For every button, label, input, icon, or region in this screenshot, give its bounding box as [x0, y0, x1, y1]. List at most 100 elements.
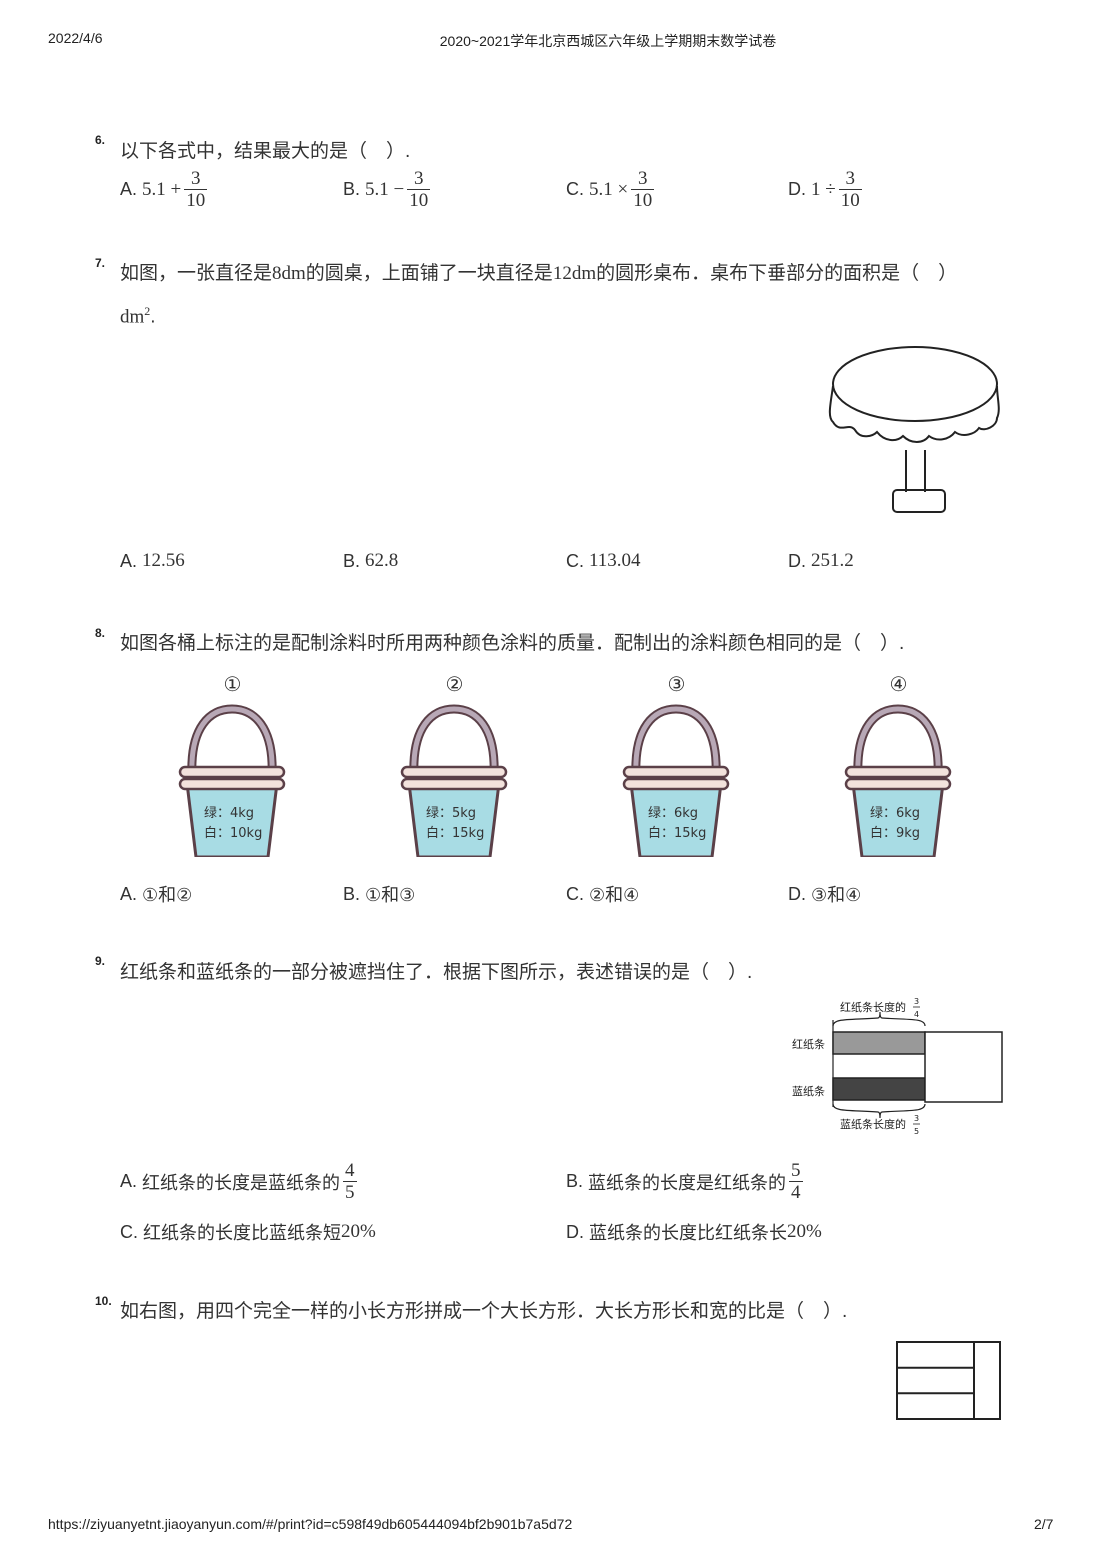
bucket-3-green-text: 绿：6kg [648, 806, 698, 821]
q9-option-a-text: 红纸条的长度是蓝纸条的 [142, 1172, 341, 1193]
q8-option-c[interactable]: C. ②和④ [566, 881, 639, 907]
q7-unit-base: dm [120, 306, 145, 328]
q7-text-part: 的圆形桌布．桌布下垂部分的面积是（ ） [596, 263, 958, 284]
q8-option-b[interactable]: B. ①和③ [343, 881, 415, 907]
bucket-4-label: ④ [889, 674, 908, 696]
fraction-denominator: 4 [789, 1181, 803, 1203]
q7-text-part: 如图，一张直径是 [120, 263, 273, 284]
q8-option-d-letter: D. [788, 883, 806, 904]
q6-option-b-expr: 5.1 − [365, 178, 405, 200]
q8-option-a[interactable]: A. ①和② [120, 881, 192, 907]
fraction-numerator: 5 [791, 1160, 801, 1181]
q6-option-b-letter: B. [343, 179, 361, 199]
q8-option-c-letter: C. [566, 883, 584, 904]
question-10-text: 如右图，用四个完全一样的小长方形拼成一个大长方形．大长方形长和宽的比是（ ）. [120, 1301, 848, 1322]
fraction-denominator: 10 [838, 189, 862, 211]
q6-option-d-expr: 1 ÷ [811, 178, 836, 200]
q8-option-a-value: ①和② [142, 885, 193, 905]
q7-diameter-table: 8dm [272, 263, 306, 284]
header-title: 2020~2021学年北京西城区六年级上学期期末数学试卷 [439, 33, 777, 49]
bucket-3-white-text: 白：15kg [648, 825, 706, 841]
bottom-brace [832, 1103, 926, 1119]
bucket-2-green-text: 绿：5kg [426, 806, 476, 821]
question-10-number: 10. [95, 1294, 112, 1308]
strip-bottom-label: 蓝纸条长度的 [840, 1117, 906, 1131]
bucket-3-label: ③ [667, 674, 686, 696]
q7-option-c-value: 113.04 [589, 550, 641, 571]
paper-strips-figure: 红纸条长度的 3 4 红纸条 蓝纸条 蓝纸条长度的 3 5 [792, 997, 1003, 1136]
q8-option-a-letter: A. [120, 883, 138, 904]
q8-option-d-value: ③和④ [811, 885, 862, 905]
fraction-denominator: 5 [343, 1181, 357, 1203]
q7-option-a[interactable]: A. 12.56 [120, 550, 185, 572]
strip-top-label: 红纸条长度的 [840, 1000, 906, 1014]
q9-option-b-letter: B. [566, 1171, 584, 1191]
q8-option-d[interactable]: D. ③和④ [788, 881, 861, 907]
q7-option-a-letter: A. [120, 550, 138, 571]
bucket-1: ① 绿：4kg 白：10kg [170, 672, 295, 859]
q7-unit-exponent: 2 [144, 304, 151, 318]
bucket-2-white-text: 白：15kg [426, 825, 484, 841]
fraction-numerator: 4 [345, 1160, 355, 1181]
q7-option-d[interactable]: D. 251.2 [788, 550, 854, 572]
q9-option-b-text: 蓝纸条的长度是红纸条的 [588, 1172, 787, 1193]
q6-option-d-letter: D. [788, 179, 806, 199]
bucket-icon: 绿：6kg 白：15kg [622, 704, 730, 859]
blue-strip [832, 1077, 926, 1101]
q7-text-part: 的圆桌，上面铺了一块直径是 [305, 263, 553, 284]
footer-page-number: 2/7 [1034, 1516, 1054, 1532]
question-6-number: 6. [95, 133, 106, 147]
question-9-text: 红纸条和蓝纸条的一部分被遮挡住了．根据下图所示，表述错误的是（ ）. [120, 962, 753, 983]
q7-option-a-value: 12.56 [142, 550, 185, 571]
fraction-numerator: 3 [637, 168, 648, 189]
q8-option-b-value: ①和③ [365, 885, 416, 905]
table-base [892, 489, 946, 513]
q8-option-c-value: ②和④ [589, 885, 640, 905]
bucket-2-label: ② [445, 674, 464, 696]
q9-option-c-text: 红纸条的长度比蓝纸条短 [143, 1223, 342, 1243]
question-9-number: 9. [95, 954, 106, 968]
q7-option-b[interactable]: B. 62.8 [343, 550, 398, 572]
question-6-text: 以下各式中，结果最大的是（ ）. [120, 141, 411, 162]
top-brace [832, 1011, 926, 1027]
strip-bottom-numerator: 3 [914, 1114, 919, 1123]
q6-option-a-expr: 5.1 + [142, 178, 182, 200]
bucket-icon: 绿：5kg 白：15kg [400, 704, 508, 859]
fraction-denominator: 10 [407, 189, 431, 211]
big-rectangle [896, 1341, 1001, 1420]
bucket-3: ③ 绿：6kg 白：15kg [614, 672, 739, 859]
q7-option-c[interactable]: C. 113.04 [566, 550, 641, 572]
q9-option-a-letter: A. [120, 1171, 138, 1191]
bucket-1-white-text: 白：10kg [204, 825, 262, 841]
tablecloth-top [832, 346, 998, 422]
bucket-4: ④ 绿：6kg 白：9kg [836, 672, 961, 859]
q9-option-d-percent: 20% [787, 1221, 822, 1242]
q7-option-b-value: 62.8 [365, 550, 399, 571]
fraction-numerator: 3 [414, 168, 424, 189]
bucket-4-white-text: 白：9kg [870, 825, 920, 841]
q6-option-a-letter: A. [120, 179, 138, 199]
rectangles-figure [896, 1341, 1001, 1420]
cover-block [924, 1031, 1003, 1103]
table-leg [905, 450, 926, 492]
fraction-denominator: 10 [631, 189, 655, 211]
fraction-denominator: 10 [184, 189, 208, 211]
strip-top-numerator: 3 [914, 997, 919, 1006]
footer-url[interactable]: https://ziyuanyetnt.jiaoyanyun.com/#/pri… [48, 1516, 573, 1532]
bucket-4-green-text: 绿：6kg [870, 806, 920, 821]
strip-top-denominator: 4 [914, 1010, 919, 1019]
q7-diameter-cloth: 12dm [552, 263, 597, 284]
blue-strip-label: 蓝纸条 [792, 1084, 825, 1098]
